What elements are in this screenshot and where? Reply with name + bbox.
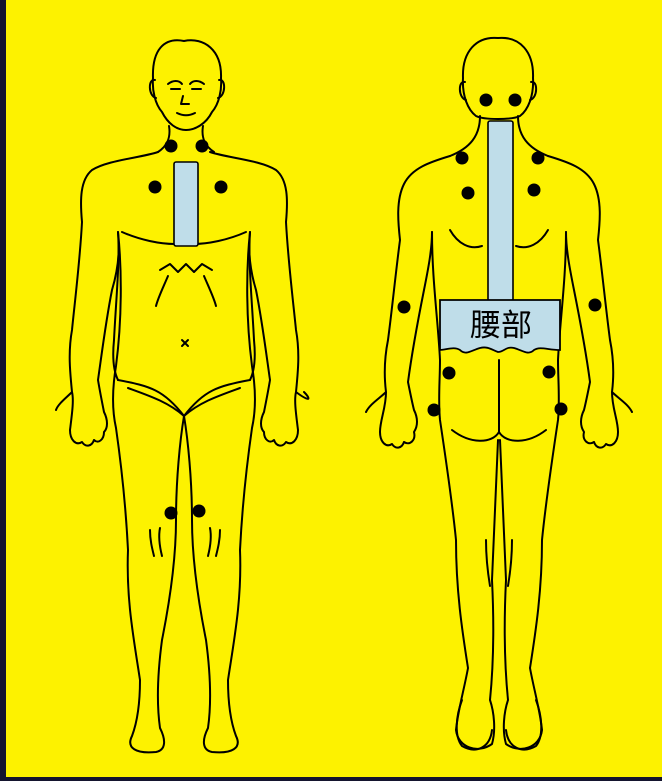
- tender-point: [532, 152, 545, 165]
- tender-point: [589, 299, 602, 312]
- tender-point: [196, 140, 209, 153]
- tender-point: [456, 152, 469, 165]
- tender-point: [398, 301, 411, 314]
- tender-point: [480, 94, 493, 107]
- tender-point: [555, 403, 568, 416]
- tender-point: [165, 140, 178, 153]
- tender-point: [528, 184, 541, 197]
- tender-point: [543, 366, 556, 379]
- tender-point: [462, 187, 475, 200]
- diagram-panel: [6, 0, 662, 777]
- tender-point: [149, 181, 162, 194]
- tender-point: [193, 505, 206, 518]
- lumbar-label: 腰部: [470, 308, 532, 344]
- tender-point: [509, 94, 522, 107]
- front-sternum-highlight: [174, 162, 198, 246]
- tender-point: [215, 181, 228, 194]
- tender-point: [443, 367, 456, 380]
- back-spine-highlight: [488, 121, 513, 301]
- tender-point: [165, 507, 178, 520]
- tender-point: [428, 404, 441, 417]
